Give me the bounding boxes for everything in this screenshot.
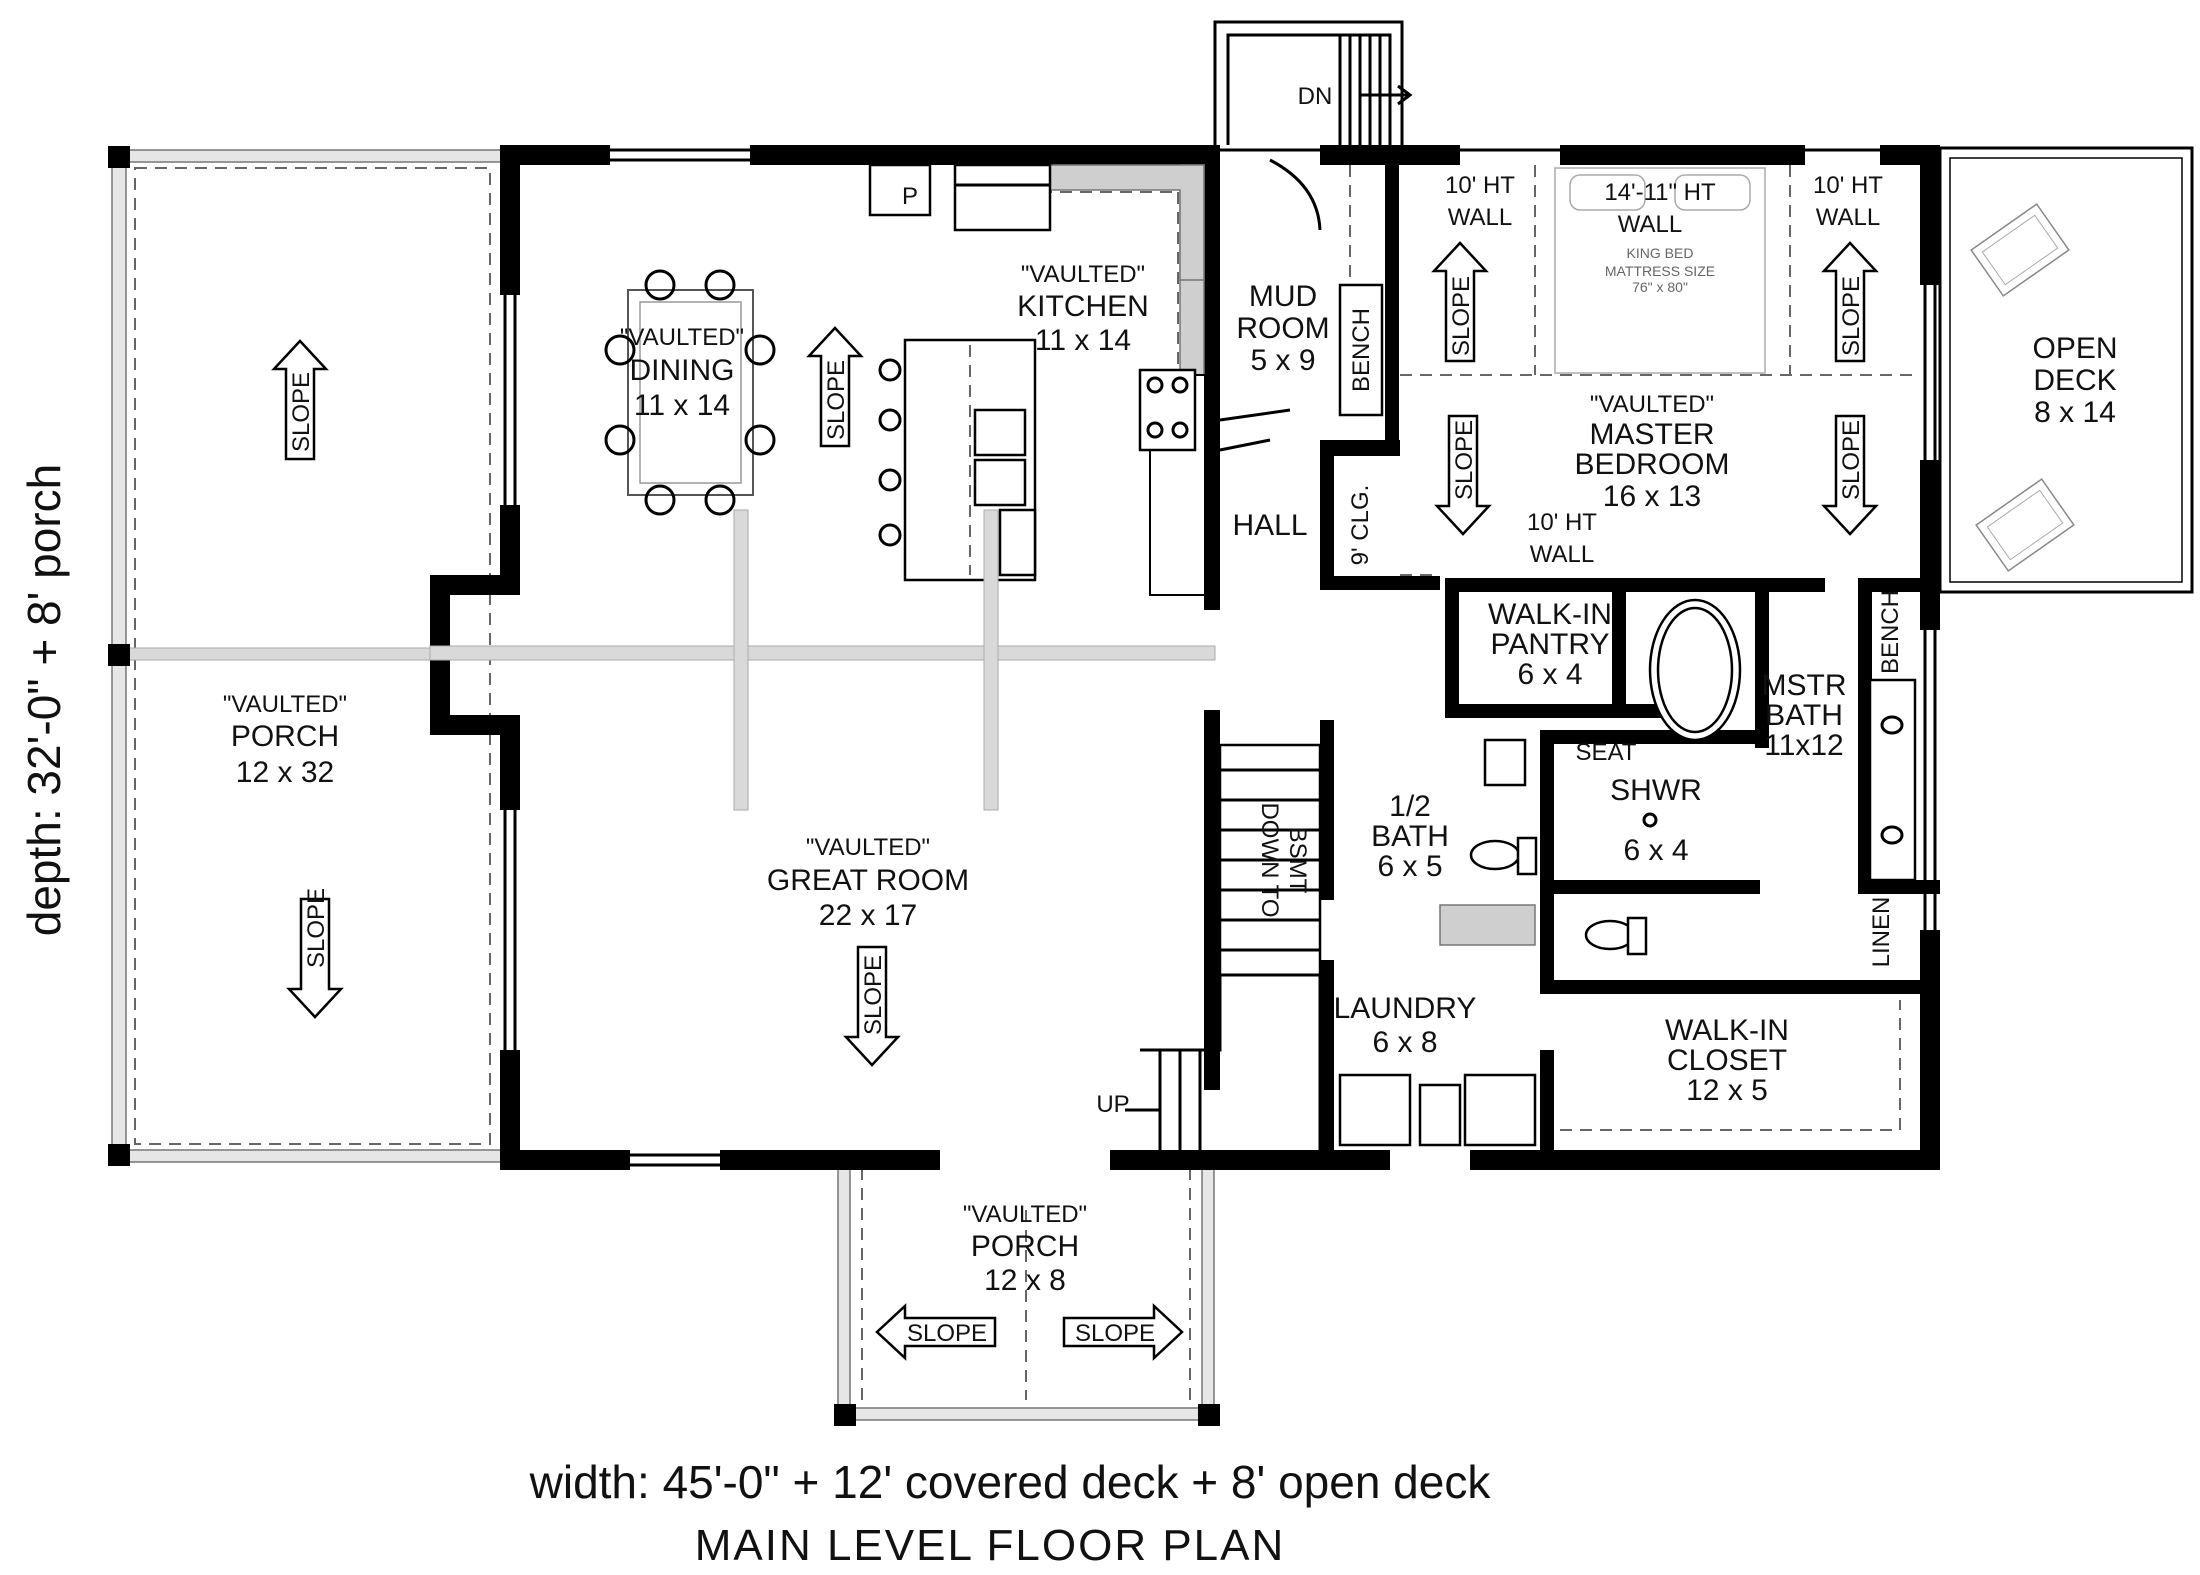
shower-seat-label: SEAT [1576,739,1637,766]
closet-ceiling-note: 9' CLG. [1347,485,1374,566]
laundry-size: 6 x 8 [1372,1026,1437,1059]
master-bedroom-tag: "VAULTED" [1590,391,1714,418]
slope-label: SLOPE [1838,420,1865,500]
king-bed-label-2: MATTRESS SIZE [1605,263,1715,279]
great-room-size: 22 x 17 [819,899,917,932]
side-porch-tag: "VAULTED" [223,691,347,718]
side-porch-size: 12 x 32 [236,756,334,789]
down-to-bsmt-1: DOWN TO [1256,802,1283,917]
wall-height-center-2: WALL [1618,211,1682,238]
down-to-bsmt-2: BSMT [1284,827,1311,894]
pantry-size: 6 x 4 [1517,658,1582,691]
laundry-fixtures [1338,1073,1537,1147]
wall-height-left-1: 10' HT [1445,172,1515,199]
ceiling-beams [429,509,1216,811]
basement-stair [1125,743,1322,1150]
walk-in-closet [1560,1000,1901,1131]
mud-bench-label: BENCH [1348,308,1375,392]
kitchen-name: KITCHEN [1017,290,1149,323]
master-bedroom-name-1: MASTER [1589,418,1714,451]
slope-label: SLOPE [1451,420,1478,500]
king-bed: KING BED MATTRESS SIZE 76" x 80" [1554,167,1766,374]
front-porch [834,1167,1220,1426]
plan-title: MAIN LEVEL FLOOR PLAN [695,1521,1286,1570]
pantry-p-label: P [902,183,918,210]
mud-room-name-1: MUD [1249,280,1317,313]
slope-label: SLOPE [907,1320,987,1347]
mud-room-size: 5 x 9 [1250,344,1315,377]
linen-label: LINEN [1868,897,1895,968]
pantry-name-1: WALK-IN [1488,598,1612,631]
wall-height-bottom-2: WALL [1530,541,1594,568]
dining-name: DINING [630,354,735,387]
open-deck-name-1: OPEN [2032,332,2117,365]
bath-bench-label: BENCH [1877,590,1904,674]
front-porch-tag: "VAULTED" [963,1201,1087,1228]
mstr-bath-name-2: BATH [1765,699,1843,732]
kitchen-size: 11 x 14 [1035,324,1131,357]
bath-fixtures [1439,598,1917,956]
master-bedroom-name-2: BEDROOM [1574,448,1729,481]
shower-size: 6 x 4 [1623,834,1688,867]
side-porch-name: PORCH [231,720,339,753]
closet-name-2: CLOSET [1667,1044,1787,1077]
slope-label: SLOPE [303,888,330,968]
king-bed-label-3: 76" x 80" [1632,279,1688,295]
slope-label: SLOPE [1075,1320,1155,1347]
front-porch-size: 12 x 8 [984,1264,1066,1297]
width-dimension: width: 45'-0" + 12' covered deck + 8' op… [529,1456,1492,1508]
shower-name: SHWR [1610,774,1702,807]
mstr-bath-name-1: MSTR [1762,669,1847,702]
half-bath-name-2: BATH [1371,820,1449,853]
closet-size: 12 x 5 [1686,1074,1768,1107]
half-bath-size: 6 x 5 [1377,850,1442,883]
open-deck-name-2: DECK [2033,364,2116,397]
dining-tag: "VAULTED" [620,324,744,351]
exterior-stair [1213,20,1413,145]
great-room-name: GREAT ROOM [767,864,969,897]
interior-walls [1204,145,1940,1170]
stairs-up-label: UP [1096,1091,1129,1118]
wall-height-center-1: 14'-11" HT [1604,179,1716,206]
master-bedroom-size: 16 x 13 [1603,480,1701,513]
kitchen-tag: "VAULTED" [1021,261,1145,288]
slope-label: SLOPE [288,372,315,452]
wall-height-left-2: WALL [1448,204,1512,231]
slope-label: SLOPE [1838,276,1865,356]
mstr-bath-size: 11x12 [1764,729,1844,762]
wall-height-bottom-1: 10' HT [1527,509,1597,536]
mud-room [1219,158,1384,452]
dining-size: 11 x 14 [634,389,730,422]
hall-name: HALL [1232,509,1307,542]
half-bath-name-1: 1/2 [1389,790,1431,823]
wall-height-right-2: WALL [1816,204,1880,231]
great-room-tag: "VAULTED" [806,834,930,861]
dining-table [604,269,776,516]
kitchen [868,163,1206,596]
open-deck-size: 8 x 14 [2034,396,2116,429]
room-labels: "VAULTED" PORCH 12 x 32 "VAULTED" DINING… [223,261,2118,1297]
wall-height-right-1: 10' HT [1813,172,1883,199]
plan-notes: 10' HT WALL 14'-11" HT WALL 10' HT WALL … [902,83,1904,1118]
bedroom-ceiling-lines [1400,165,1920,576]
front-porch-name: PORCH [971,1230,1079,1263]
king-bed-label-1: KING BED [1627,245,1694,261]
mud-room-name-2: ROOM [1236,312,1329,345]
open-deck [1938,146,2194,594]
stairs-down-label: DN [1298,83,1333,110]
slope-label: SLOPE [860,955,887,1035]
slope-label: SLOPE [823,360,850,440]
slope-labels: SLOPE SLOPE SLOPE SLOPE SLOPE SLOPE SLOP… [288,276,1865,1347]
pantry-name-2: PANTRY [1491,628,1610,661]
laundry-name: LAUNDRY [1334,992,1477,1025]
closet-name-1: WALK-IN [1665,1014,1789,1047]
depth-dimension: depth: 32'-0" + 8' porch [18,464,70,937]
slope-label: SLOPE [1448,276,1475,356]
